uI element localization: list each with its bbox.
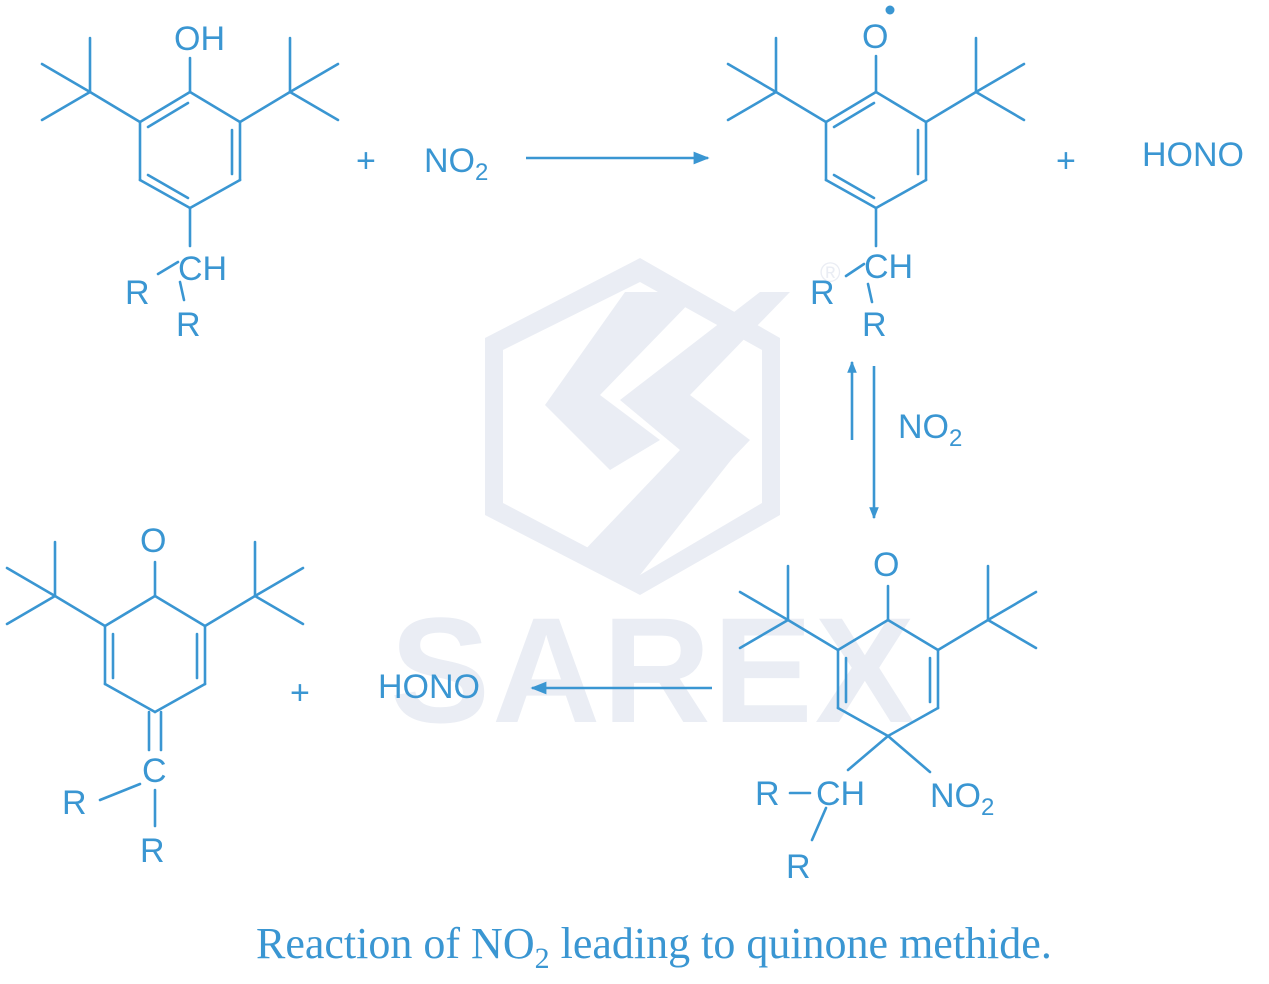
phenoxy-r1-label: R — [810, 274, 835, 312]
figure-caption: Reaction of NO2 leading to quinone methi… — [256, 919, 1052, 975]
nitrous-acid-product-2: HONO — [378, 668, 480, 706]
phenol-r2-label: R — [176, 306, 201, 344]
phenol-r1-label: R — [125, 274, 150, 312]
nitrogen-dioxide-reagent-1: NO2 — [424, 142, 488, 186]
watermark-text: SAREX — [390, 586, 917, 754]
plus-sign-2: + — [1056, 142, 1076, 180]
nitrous-acid-product-1: HONO — [1142, 136, 1244, 174]
phenol-bonds — [40, 36, 340, 302]
radical-dot — [885, 5, 895, 15]
quinone-r2-label: R — [140, 832, 165, 870]
phenoxy-ch-label: CH — [864, 248, 913, 286]
phenoxy-radical-bonds — [726, 36, 1026, 304]
adduct-ch-label: CH — [816, 775, 865, 813]
nitro-adduct-molecule: O R CH NO2 R — [738, 546, 1038, 886]
quinone-methide-molecule: O C R R — [5, 522, 305, 870]
watermark-bolt-lower — [580, 292, 790, 555]
phenoxy-radical-molecule: O CH R R — [726, 5, 1026, 344]
phenoxy-r2-label: R — [862, 306, 887, 344]
phenol-oh-label: OH — [174, 20, 225, 58]
adduct-nitro-group: NO2 — [930, 777, 994, 821]
plus-sign-3: + — [290, 674, 310, 712]
plus-sign-1: + — [356, 142, 376, 180]
nitrogen-dioxide-reagent-2: NO2 — [898, 408, 962, 452]
adduct-o-label: O — [873, 546, 899, 584]
quinone-methide-bonds — [5, 540, 305, 828]
watermark-registered-mark: ® — [820, 257, 841, 288]
phenol-ch-label: CH — [178, 250, 227, 288]
watermark-bolt-upper — [545, 292, 700, 470]
quinone-r1-label: R — [62, 784, 87, 822]
nitro-adduct-bonds — [738, 564, 1038, 842]
quinone-c-label: C — [142, 752, 167, 790]
quinone-o-label: O — [140, 522, 166, 560]
watermark-logo: ® SAREX — [390, 257, 917, 754]
phenoxy-o-label: O — [862, 18, 888, 56]
phenol-molecule: OH CH R R — [40, 20, 340, 344]
adduct-r2-label: R — [786, 848, 811, 886]
adduct-r1-label: R — [755, 775, 780, 813]
watermark-bolt-bottom — [590, 430, 735, 575]
